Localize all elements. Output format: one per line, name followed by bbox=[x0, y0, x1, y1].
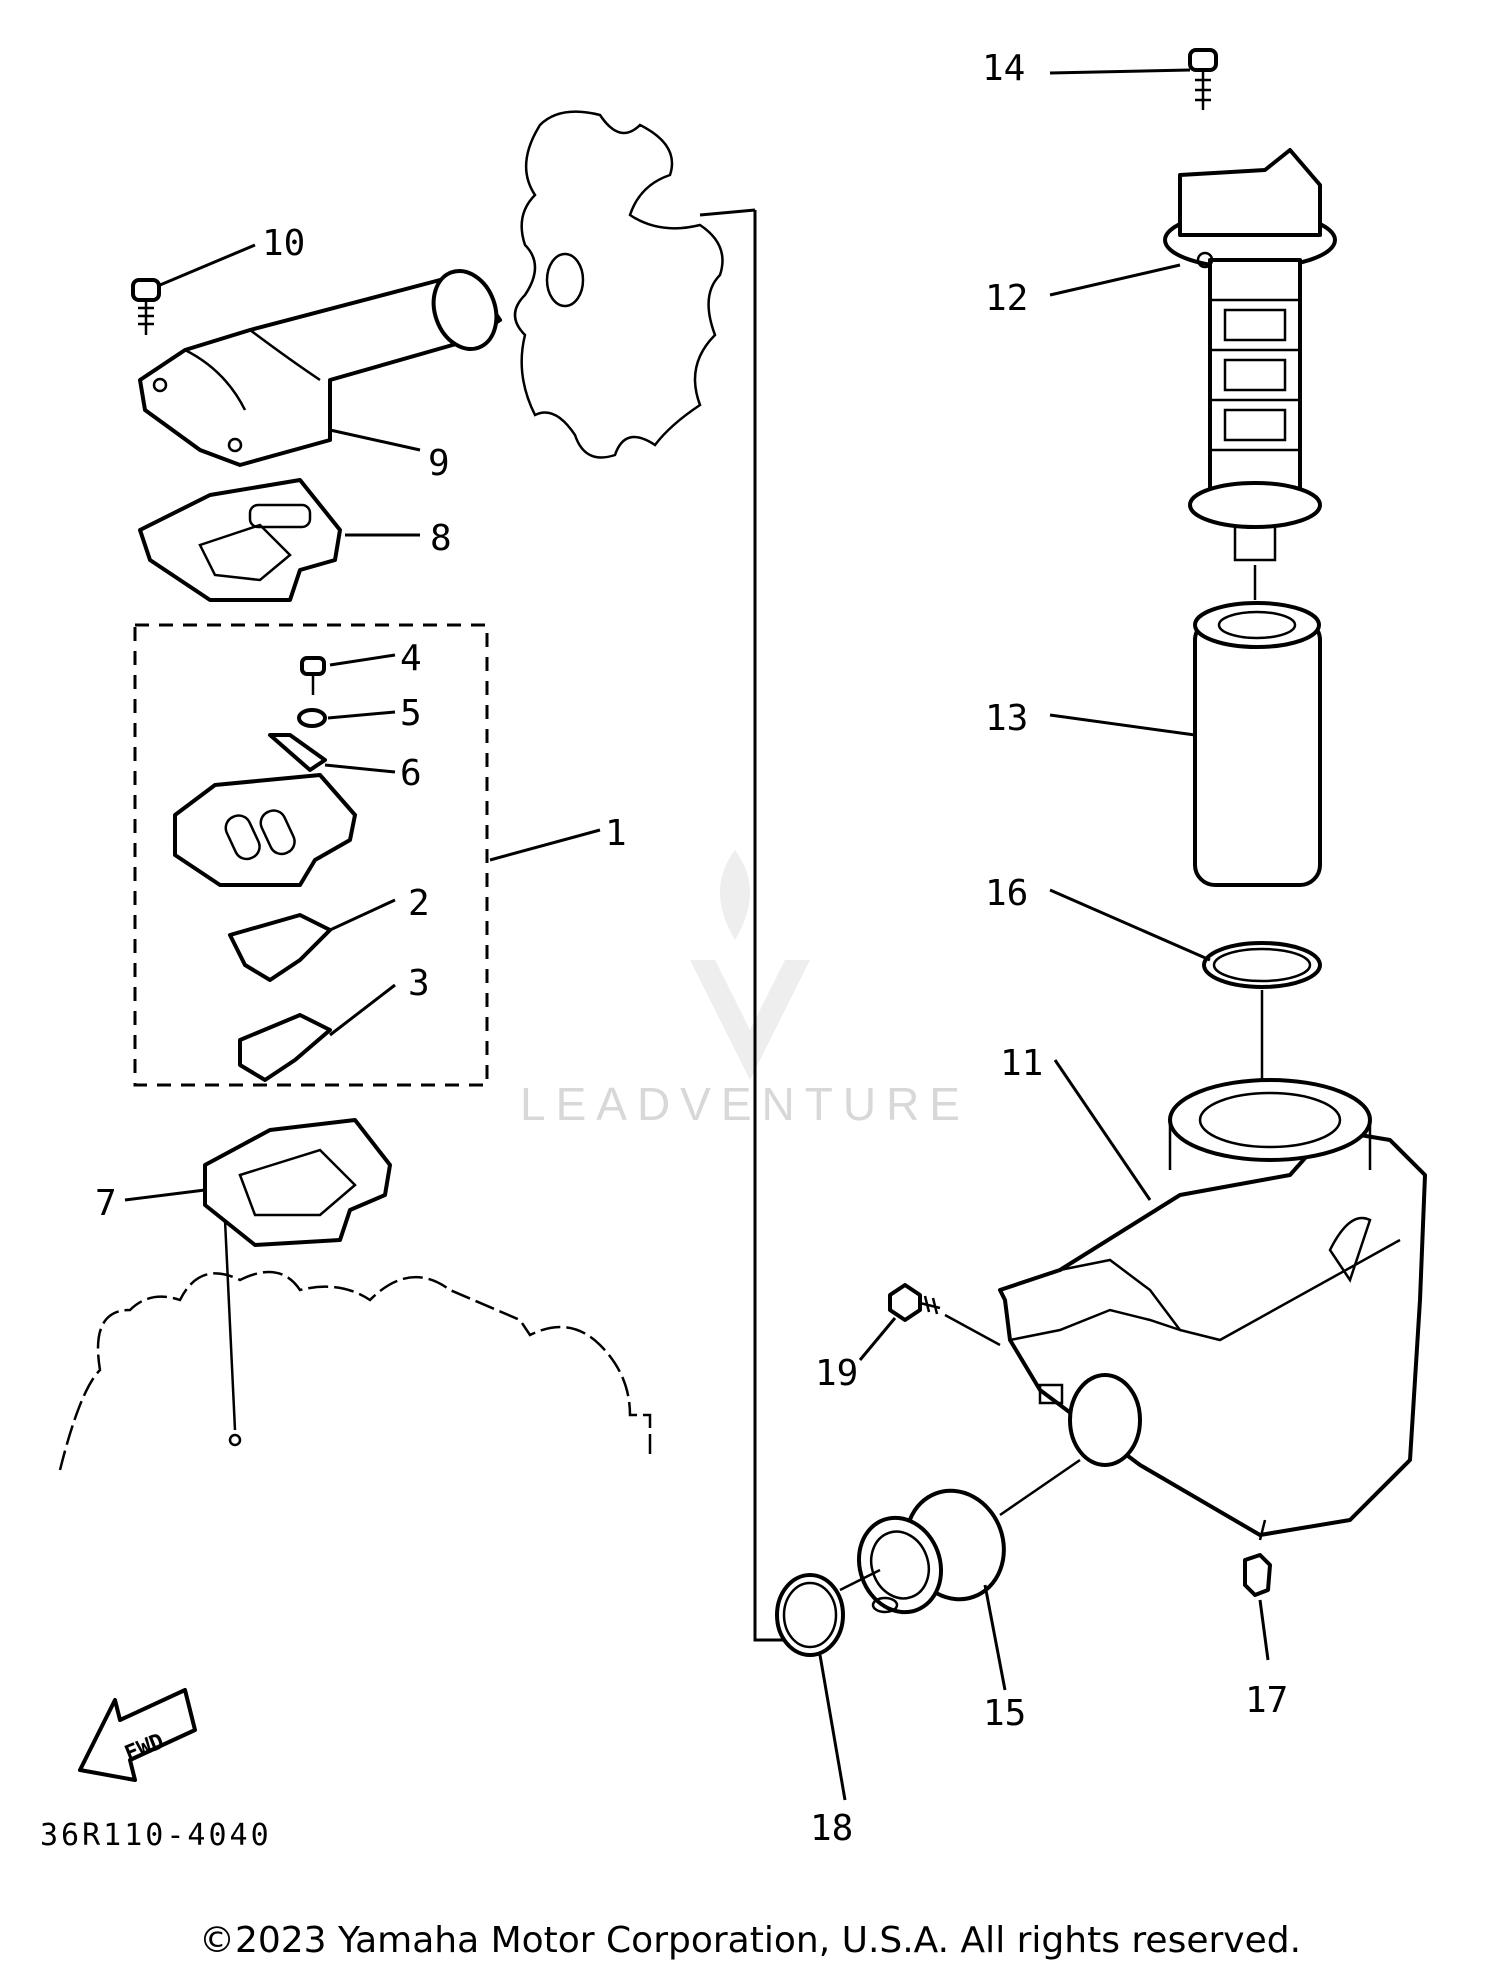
label-part-11: 11 bbox=[1000, 1043, 1043, 1084]
label-part-14: 14 bbox=[982, 48, 1025, 89]
strainer-12 bbox=[1163, 148, 1337, 562]
engine-block-hole bbox=[545, 252, 585, 308]
screw-14 bbox=[1188, 48, 1218, 110]
guide-17 bbox=[1258, 1519, 1267, 1541]
crankcase-outline bbox=[58, 1270, 652, 1471]
leader-lines bbox=[124, 68, 1270, 1801]
label-part-19: 19 bbox=[815, 1353, 858, 1394]
intake-pipe-9 bbox=[138, 269, 502, 467]
filter-element-13 bbox=[1193, 601, 1322, 887]
nut-17 bbox=[1243, 1553, 1272, 1597]
label-part-6: 6 bbox=[400, 753, 422, 794]
engine-block-outline bbox=[513, 110, 724, 459]
fwd-arrow-icon bbox=[78, 1688, 197, 1782]
label-part-7: 7 bbox=[95, 1183, 117, 1224]
bolt-10 bbox=[131, 278, 161, 335]
copyright-text: ©2023 Yamaha Motor Corporation, U.S.A. A… bbox=[198, 1920, 1302, 1961]
assembly-1-box bbox=[133, 623, 489, 1087]
gasket-7-guide bbox=[223, 1219, 237, 1431]
washer-5 bbox=[297, 708, 327, 728]
label-part-15: 15 bbox=[983, 1693, 1026, 1734]
label-part-5: 5 bbox=[400, 693, 422, 734]
label-part-12: 12 bbox=[985, 278, 1028, 319]
strainer-15 bbox=[856, 1488, 1006, 1615]
reed-stopper-3 bbox=[238, 1013, 332, 1082]
ring-16 bbox=[1202, 941, 1322, 989]
watermark-logo bbox=[690, 850, 810, 1080]
label-part-3: 3 bbox=[408, 963, 430, 1004]
label-part-8: 8 bbox=[430, 518, 452, 559]
reference-line-top bbox=[699, 208, 756, 217]
label-part-2: 2 bbox=[408, 883, 430, 924]
bolt-19 bbox=[888, 1283, 941, 1322]
oil-tank-11 bbox=[998, 1078, 1427, 1537]
stopper-plate-6 bbox=[268, 733, 327, 772]
guide-19 bbox=[944, 1313, 1001, 1347]
reference-line bbox=[753, 210, 800, 1642]
reed-valve-plate bbox=[173, 773, 357, 887]
reed-2 bbox=[228, 913, 332, 982]
label-part-10: 10 bbox=[262, 223, 305, 264]
label-part-17: 17 bbox=[1245, 1680, 1288, 1721]
label-part-16: 16 bbox=[985, 873, 1028, 914]
crankcase-pin bbox=[228, 1433, 242, 1447]
watermark-text: LEADVENTURE bbox=[520, 1078, 970, 1130]
label-part-18: 18 bbox=[810, 1808, 853, 1849]
guide-15-11 bbox=[999, 1458, 1081, 1517]
label-part-13: 13 bbox=[985, 698, 1028, 739]
label-part-1: 1 bbox=[605, 813, 627, 854]
label-part-4: 4 bbox=[400, 638, 422, 679]
guide-18-15 bbox=[839, 1568, 881, 1592]
label-part-9: 9 bbox=[428, 443, 450, 484]
diagram-code: 36R110-4040 bbox=[40, 1818, 272, 1853]
oring-18 bbox=[775, 1573, 899, 1657]
screw-4 bbox=[300, 656, 326, 695]
gasket-8 bbox=[138, 478, 342, 602]
gasket-7 bbox=[203, 1118, 392, 1247]
